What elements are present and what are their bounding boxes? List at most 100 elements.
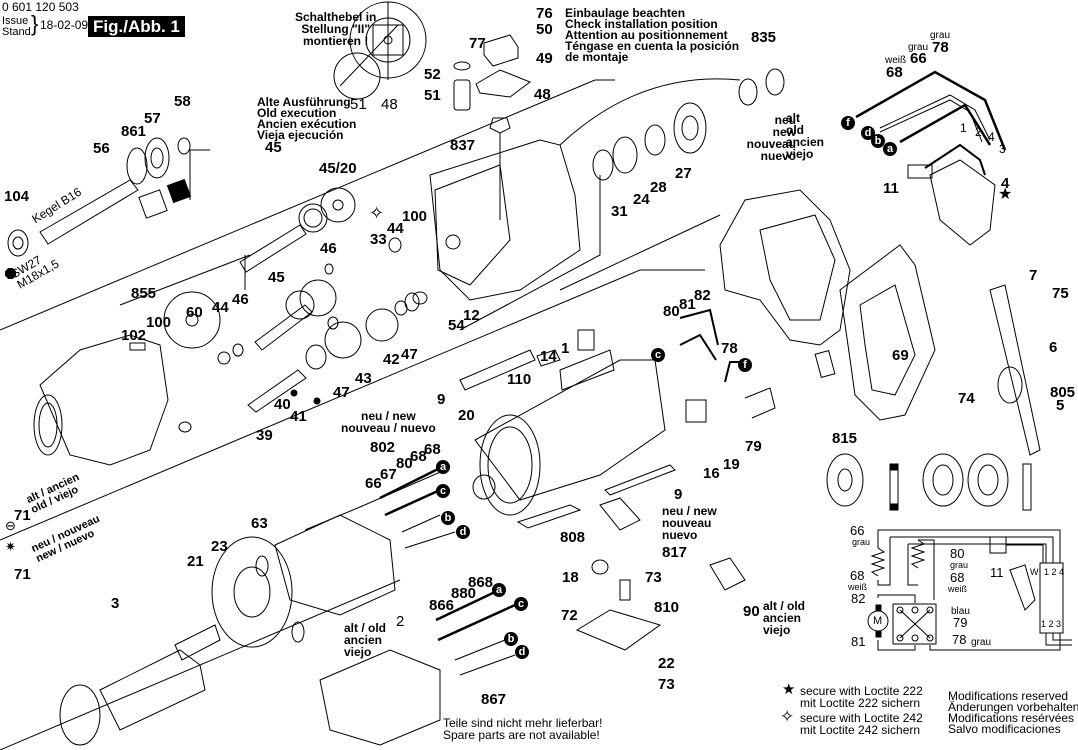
part-5: 5 bbox=[1056, 397, 1065, 414]
part-47b: 47 bbox=[333, 384, 350, 401]
part-66-top: 66 bbox=[910, 50, 927, 67]
pin-1: 1 bbox=[960, 121, 967, 135]
terminal-b-old: b bbox=[504, 632, 518, 646]
part-100b: 100 bbox=[146, 314, 172, 331]
part-104: 104 bbox=[4, 188, 30, 205]
legend-loctite-222: secure with Loctite 222 mit Loctite 222 … bbox=[800, 685, 923, 709]
terminal-f-mid: f bbox=[738, 358, 752, 372]
filled-star-icon: ★ bbox=[782, 681, 796, 698]
part-75: 75 bbox=[1052, 285, 1069, 302]
seal-illustrations bbox=[826, 453, 1032, 511]
part-802: 802 bbox=[370, 439, 396, 456]
terminal-a-top: a bbox=[883, 142, 897, 156]
schem-78: 78 bbox=[952, 632, 967, 647]
part-73a: 73 bbox=[645, 569, 662, 586]
schem-11: 11 bbox=[990, 565, 1004, 580]
gear-set-new bbox=[247, 279, 420, 413]
part-867: 867 bbox=[481, 691, 507, 708]
schem-79: 79 bbox=[953, 615, 968, 630]
part-69: 69 bbox=[892, 347, 909, 364]
wiring-schematic bbox=[867, 529, 1072, 651]
part-7: 7 bbox=[1029, 267, 1038, 284]
part-46a: 46 bbox=[320, 240, 337, 257]
part-39: 39 bbox=[256, 427, 273, 444]
part-77: 77 bbox=[469, 35, 486, 52]
part-72: 72 bbox=[561, 607, 578, 624]
motor-housing bbox=[459, 329, 707, 529]
document-number: 0 601 120 503 bbox=[2, 0, 79, 14]
part-42: 42 bbox=[383, 351, 400, 368]
note-not-available: Teile sind nicht mehr lieferbar! Spare p… bbox=[443, 716, 603, 742]
schem-68a: 68 bbox=[850, 568, 865, 583]
modifications-reserved: Modifications reserved Änderungen vorbeh… bbox=[948, 689, 1078, 736]
part-19: 19 bbox=[723, 456, 740, 473]
part-80: 80 bbox=[663, 303, 680, 320]
color-grau-66: grau bbox=[908, 42, 929, 53]
part-52: 52 bbox=[424, 66, 441, 83]
pin-4: 4 bbox=[988, 130, 995, 144]
note-817-new: neu / new nouveau nuevo bbox=[662, 504, 717, 542]
part-78: 78 bbox=[721, 340, 738, 357]
schem-68b-color: weiß bbox=[948, 584, 968, 594]
spindle-assembly bbox=[7, 137, 192, 257]
legend-222-de: mit Loctite 222 sichern bbox=[800, 696, 921, 710]
note-switch-lever: Schalthebel in Stellung "II" montieren ! bbox=[295, 10, 377, 48]
slot-screw-icon: ⊖ bbox=[5, 518, 16, 533]
loctite-242-star-icon: ✧ bbox=[369, 203, 385, 223]
legend-242-en: secure with Loctite 242 bbox=[800, 711, 923, 725]
terminal-d-old: d bbox=[515, 645, 529, 659]
schem-79-color: blau bbox=[951, 606, 970, 617]
part-100a: 100 bbox=[402, 208, 428, 225]
part-3: 3 bbox=[111, 595, 120, 612]
part-73b: 73 bbox=[658, 676, 675, 693]
part-9b: 9 bbox=[674, 486, 683, 503]
issue-label-de: Stand bbox=[2, 26, 31, 38]
part-1: 1 bbox=[561, 340, 570, 357]
terminal-b-new: b bbox=[441, 511, 455, 525]
issue-label-en: Issue bbox=[2, 15, 29, 27]
terminal-c-old: c bbox=[514, 597, 528, 611]
issue-label: Issue Stand bbox=[2, 16, 31, 38]
part-23: 23 bbox=[211, 538, 228, 555]
part-21: 21 bbox=[187, 553, 204, 570]
part-110: 110 bbox=[507, 371, 532, 388]
part-11: 11 bbox=[883, 180, 899, 197]
part-46b: 46 bbox=[232, 291, 249, 308]
part-68b: 68 bbox=[424, 441, 441, 458]
terminal-f-top: f bbox=[841, 116, 855, 130]
part-44a: 44 bbox=[387, 220, 404, 237]
part-861: 861 bbox=[121, 123, 147, 140]
part-866: 866 bbox=[429, 597, 455, 614]
gear-set-old bbox=[239, 187, 356, 275]
part-33: 33 bbox=[370, 231, 387, 248]
part-66: 66 bbox=[365, 475, 382, 492]
legend-242-de: mit Loctite 242 sichern bbox=[800, 723, 921, 737]
armature-3 bbox=[59, 624, 221, 746]
pin-2: 2 bbox=[975, 125, 982, 139]
schem-switch-bottom-pins: 1 2 3 bbox=[1041, 619, 1062, 629]
brace-icon: } bbox=[31, 11, 39, 36]
part-9a: 9 bbox=[437, 391, 446, 408]
part-44b: 44 bbox=[212, 299, 229, 316]
pin-3: 3 bbox=[999, 142, 1006, 156]
part-82: 82 bbox=[694, 287, 711, 304]
legend-222-en: secure with Loctite 222 bbox=[800, 684, 923, 698]
part-81: 81 bbox=[679, 296, 696, 313]
motor-symbol: M bbox=[873, 615, 883, 627]
terminal-c-new: c bbox=[436, 484, 450, 498]
part-808: 808 bbox=[560, 529, 586, 546]
schem-80: 80 bbox=[950, 546, 965, 561]
part-49: 49 bbox=[536, 50, 553, 67]
part-47a: 47 bbox=[401, 346, 418, 363]
note-835-new: neu new nouveau nuevo bbox=[746, 113, 796, 163]
part-41: 41 bbox=[290, 408, 307, 425]
part-43: 43 bbox=[355, 370, 372, 387]
part-48b: 48 bbox=[534, 86, 551, 103]
torx-screw-icon: ✷ bbox=[5, 539, 16, 554]
part-817: 817 bbox=[662, 544, 688, 561]
hex-nut-icon bbox=[5, 268, 16, 279]
note-802-new: neu / new nouveau / nuevo bbox=[341, 409, 436, 435]
part-12: 12 bbox=[463, 307, 480, 324]
figure-label: Fig./Abb. 1 bbox=[88, 16, 185, 37]
part-810: 810 bbox=[654, 599, 680, 616]
